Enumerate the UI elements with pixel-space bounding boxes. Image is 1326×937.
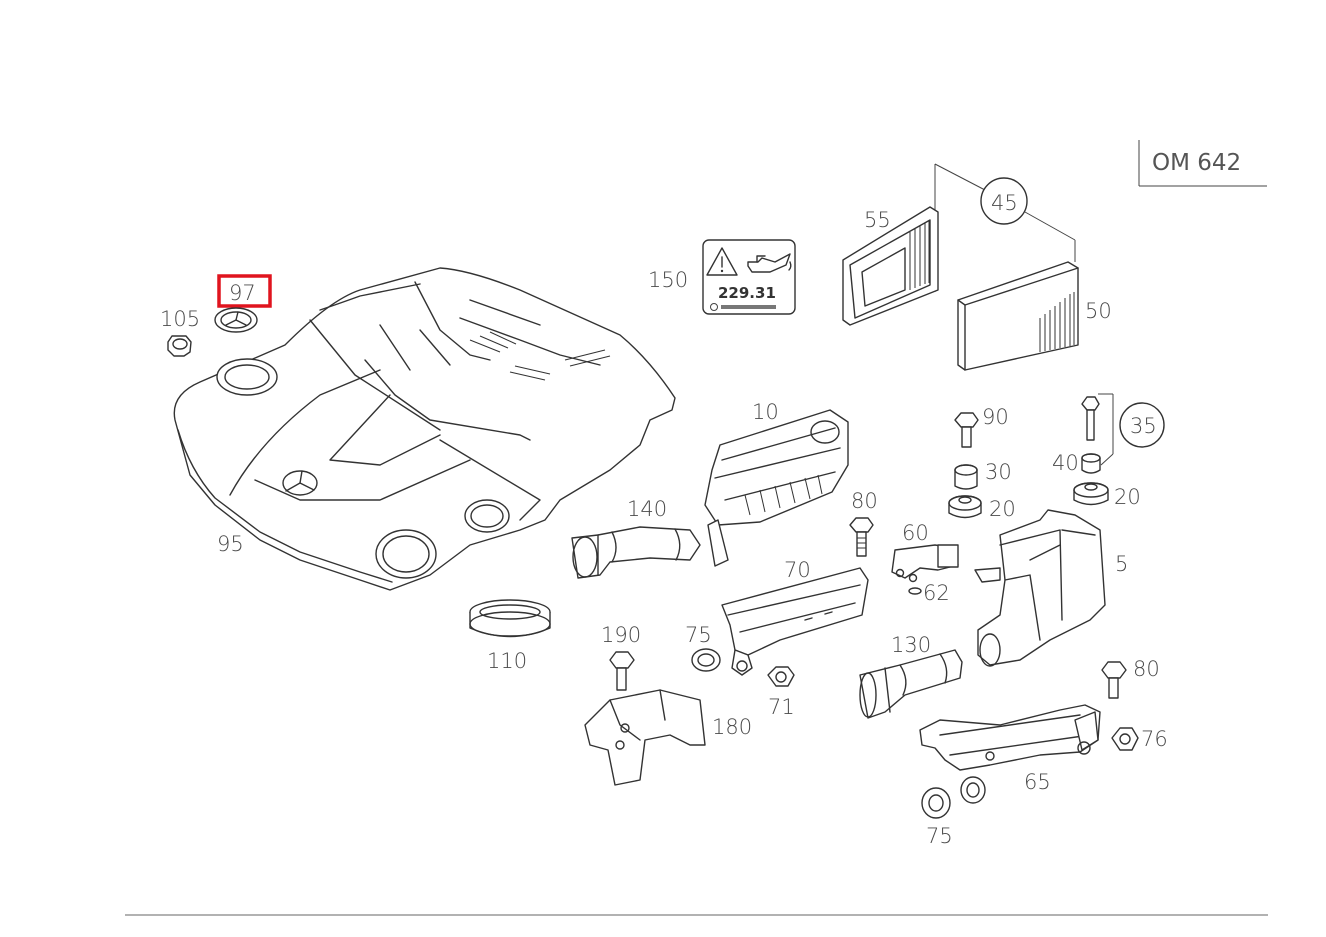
part-label-95: 95 [217,532,244,556]
air-duct-70-part[interactable]: 70 [721,558,869,676]
air-filter-55-part[interactable]: 55 [842,206,939,326]
part-label-10: 10 [752,400,779,424]
sticker-spec-text: 229.31 [718,284,776,302]
part-label-75-bottom: 75 [926,824,953,848]
part-label-70: 70 [784,558,811,582]
grommet-105-part[interactable]: 105 [160,307,200,357]
part-label-5: 5 [1115,552,1128,576]
rubber-mount-20-left-part[interactable]: 20 [948,495,1016,521]
part-label-105: 105 [160,307,200,331]
star-badge-part[interactable]: 97 [214,274,272,333]
part-label-20-right: 20 [1114,485,1141,509]
part-label-75-top: 75 [685,623,712,647]
mount-set-35-callout: 35 [1098,393,1165,466]
oil-spec-sticker-part[interactable]: 150 229.31 [648,239,796,315]
part-label-150: 150 [648,268,688,292]
part-label-45: 45 [991,191,1018,215]
nut-71-part[interactable]: 71 [767,666,795,719]
part-label-76: 76 [1141,727,1168,751]
part-label-40: 40 [1052,451,1079,475]
part-label-190: 190 [601,623,641,647]
air-filter-50-part[interactable]: 50 [957,261,1112,371]
star-emblem-icon [282,470,318,496]
bolt-40-part[interactable]: 40 [1052,396,1101,475]
highlight-box [217,274,272,308]
sealing-ring-110-part[interactable]: 110 [469,599,551,673]
heat-shield-180-part[interactable]: 180 [584,689,752,786]
warning-triangle-icon [706,247,738,276]
grommet-75-bottom-part[interactable]: 75 [921,776,986,848]
engine-code-label: OM 642 [1152,150,1241,176]
engine-cover-part[interactable]: 95 [173,267,676,591]
part-label-90: 90 [982,405,1009,429]
bolt-90-part[interactable]: 90 [954,405,1009,448]
part-label-180: 180 [712,715,752,739]
part-label-71: 71 [768,695,795,719]
part-label-60: 60 [902,521,929,545]
nut-76-part[interactable]: 76 [1111,727,1168,751]
bolt-190-part[interactable]: 190 [601,623,641,691]
part-label-20-left: 20 [989,497,1016,521]
part-label-140: 140 [627,497,667,521]
part-label-30: 30 [985,460,1012,484]
sensor-60-part[interactable]: 60 62 [891,521,959,605]
part-label-62: 62 [923,581,950,605]
part-label-80-top: 80 [851,489,878,513]
part-label-130: 130 [891,633,931,657]
part-label-65: 65 [1024,770,1051,794]
part-label-50: 50 [1085,299,1112,323]
part-label-35: 35 [1130,414,1157,438]
intake-duct-130-part[interactable]: 130 [859,633,963,719]
engine-code-box: OM 642 [1138,140,1267,187]
grommet-75-top-part[interactable]: 75 [685,623,721,672]
part-label-97: 97 [229,281,256,305]
air-intake-housing-5-part[interactable]: 5 [974,509,1128,667]
bolt-80-top-part[interactable]: 80 [849,489,878,557]
part-label-80-bottom: 80 [1133,657,1160,681]
bolt-80-bottom-part[interactable]: 80 [1101,657,1160,699]
part-label-110: 110 [487,649,527,673]
filter-housing-10-part[interactable]: 10 [704,400,849,567]
oil-can-icon [747,253,792,273]
intake-duct-140-part[interactable]: 140 [571,497,701,579]
bracket-65-part[interactable]: 65 [919,704,1101,794]
rubber-mount-20-right-part[interactable]: 20 [1073,482,1141,509]
vent-slots [804,611,833,621]
part-label-55: 55 [864,208,891,232]
spacer-30-part[interactable]: 30 [954,460,1012,490]
